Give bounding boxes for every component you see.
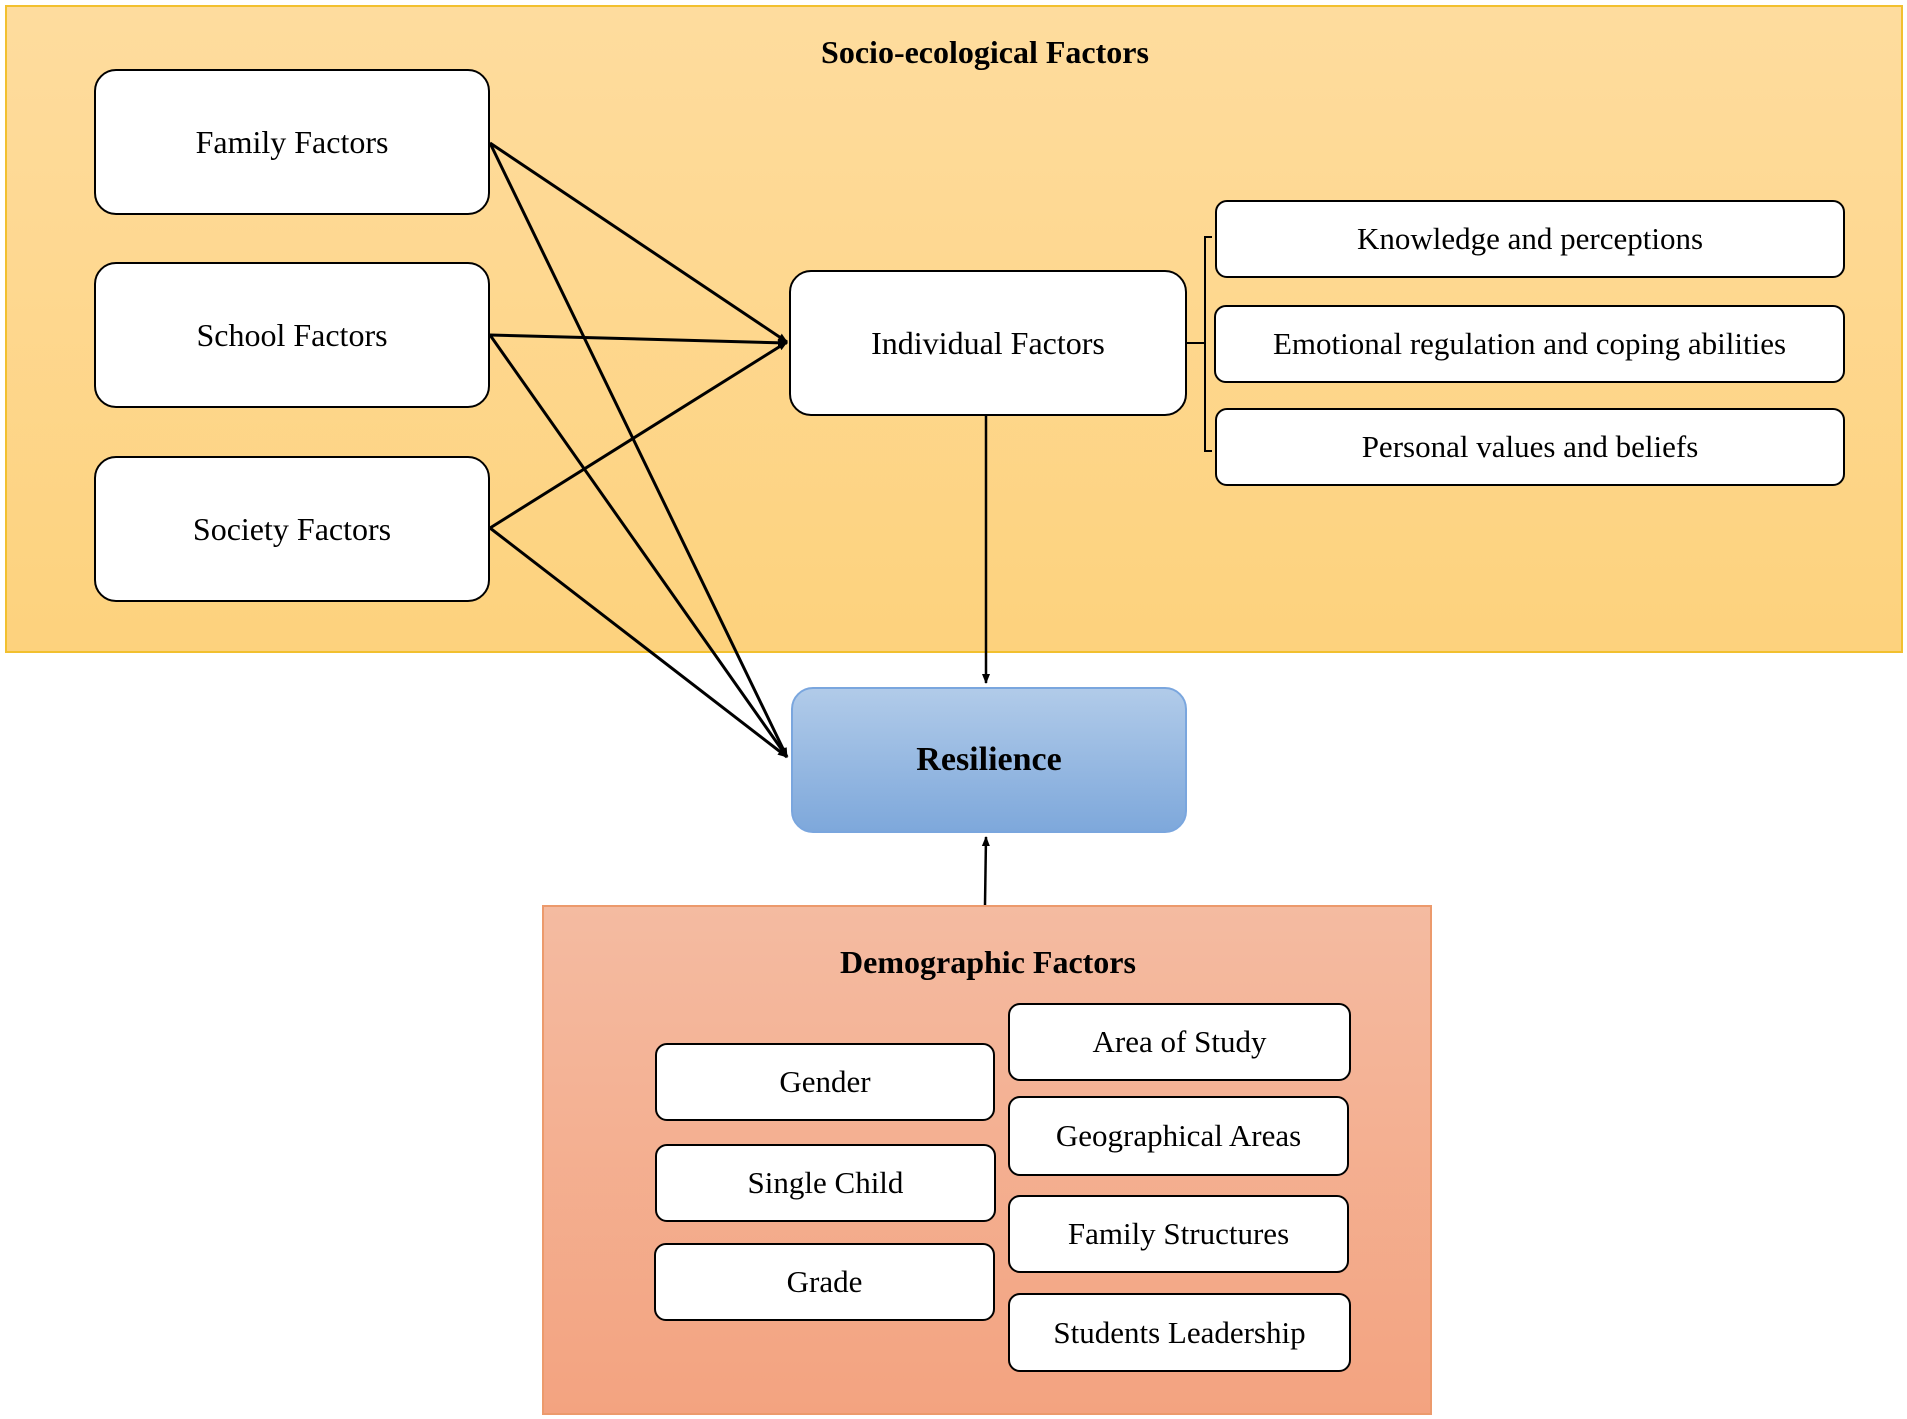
emotional-regulation-box: Emotional regulation and coping abilitie… [1214,305,1845,383]
socio-ecological-title: Socio-ecological Factors [821,34,1149,70]
arrow-demographic-to-resilience [981,836,990,906]
personal-values-box: Personal values and beliefs [1215,408,1845,486]
resilience-box: Resilience [791,687,1187,833]
students-leadership-box: Students Leadership [1008,1293,1351,1372]
gender-box: Gender [655,1043,995,1121]
demographic-title: Demographic Factors [840,944,1136,980]
society-factors-box: Society Factors [94,456,490,602]
family-factors-box: Family Factors [94,69,490,215]
single-child-box: Single Child [655,1144,996,1222]
knowledge-perceptions-box: Knowledge and perceptions [1215,200,1845,278]
grade-box: Grade [654,1243,995,1321]
family-structures-box: Family Structures [1008,1195,1349,1273]
geographical-areas-box: Geographical Areas [1008,1096,1349,1176]
school-factors-box: School Factors [94,262,490,408]
individual-factors-box: Individual Factors [789,270,1187,416]
area-of-study-box: Area of Study [1008,1003,1351,1081]
